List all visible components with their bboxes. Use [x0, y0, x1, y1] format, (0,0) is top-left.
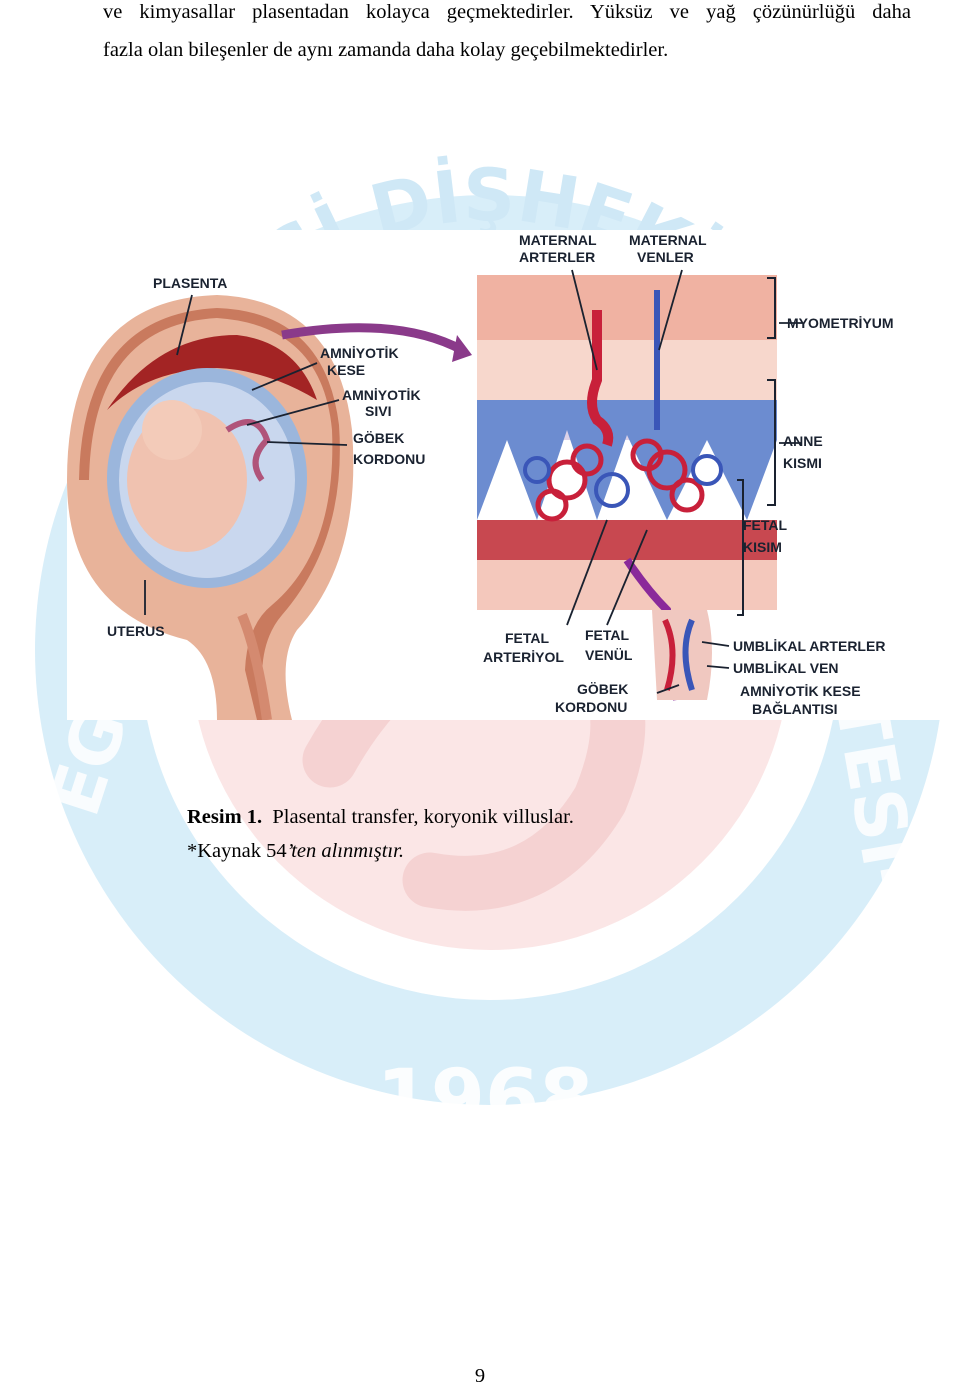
page-number: 9	[474, 1365, 486, 1387]
label-amniyotik-kese-baglantisi-1: AMNİYOTİK KESE	[740, 683, 861, 699]
label-amniyotik-sivi-1: AMNİYOTİK	[342, 387, 421, 403]
label-uterus: UTERUS	[107, 623, 165, 639]
label-fetal-arteriyol-2: ARTERİYOL	[483, 649, 564, 665]
label-fetal-venul-2: VENÜL	[585, 647, 633, 663]
label-myometriyum: MYOMETRİYUM	[787, 315, 894, 331]
body-paragraph: ve kimyasallar plasentadan kolayca geçme…	[103, 0, 911, 69]
label-amniyotik-sivi-2: SIVI	[365, 403, 391, 419]
diagram-labels: PLASENTA AMNİYOTİK KESE AMNİYOTİK SIVI G…	[107, 232, 894, 717]
label-fetal-arteriyol-1: FETAL	[505, 630, 550, 646]
label-anne-kismi-2: KISMI	[783, 455, 822, 471]
seal-year: 1968	[376, 1054, 593, 1144]
myometrium-layer	[477, 275, 777, 340]
label-fetal-venul-1: FETAL	[585, 627, 630, 643]
label-gobek-kordonu-r-2: KORDONU	[555, 699, 627, 715]
label-maternal-venler-1: MATERNAL	[629, 232, 707, 248]
label-maternal-arterler-1: MATERNAL	[519, 232, 597, 248]
label-amniyotik-kese-2: KESE	[327, 362, 365, 378]
label-maternal-arterler-2: ARTERLER	[519, 249, 595, 265]
caption-source-italic: ’ten alınmıştır.	[286, 840, 404, 862]
label-plasenta: PLASENTA	[153, 275, 227, 291]
figure-caption: Resim 1. Plasental transfer, koryonik vi…	[187, 798, 574, 870]
placenta-region	[107, 335, 317, 410]
label-maternal-venler-2: VENLER	[637, 249, 694, 265]
leader-lines	[144, 269, 802, 694]
caption-source-plain: *Kaynak 54	[187, 840, 287, 862]
uterus-illustration	[67, 295, 354, 720]
caption-number: Resim 1.	[187, 806, 263, 828]
label-amniyotik-kese-1: AMNİYOTİK	[320, 345, 399, 361]
body-line-1: ve kimyasallar plasentadan kolayca geçme…	[103, 1, 911, 23]
umbilical-cord-stump	[652, 610, 712, 700]
label-fetal-kisim-1: FETAL	[743, 517, 788, 533]
label-gobek-kordonu-1: GÖBEK	[353, 430, 404, 446]
label-gobek-kordonu-r-1: GÖBEK	[577, 681, 628, 697]
label-gobek-kordonu-2: KORDONU	[353, 451, 425, 467]
body-line-2: fazla olan bileşenler de aynı zamanda da…	[103, 39, 669, 61]
caption-title-line: Resim 1. Plasental transfer, koryonik vi…	[187, 798, 574, 836]
umbilical-cord-illustration	[225, 419, 271, 482]
label-umblikal-arterler: UMBLİKAL ARTERLER	[733, 638, 885, 654]
placenta-diagram-figure: PLASENTA AMNİYOTİK KESE AMNİYOTİK SIVI G…	[67, 230, 945, 720]
placenta-detail-illustration	[477, 275, 777, 701]
caption-source-line: *Kaynak 54’ten alınmıştır.	[187, 832, 574, 870]
label-amniyotik-kese-baglantisi-2: BAĞLANTISI	[752, 700, 838, 717]
label-umblikal-ven: UMBLİKAL VEN	[733, 660, 839, 676]
label-anne-kismi-1: ANNE	[783, 433, 823, 449]
caption-title: Plasental transfer, koryonik villuslar.	[272, 806, 574, 828]
chorionic-plate	[477, 520, 777, 560]
placenta-diagram: PLASENTA AMNİYOTİK KESE AMNİYOTİK SIVI G…	[67, 232, 894, 720]
detail-arrow-head	[452, 335, 472, 362]
label-fetal-kisim-2: KISIM	[743, 539, 782, 555]
detail-arrow	[281, 323, 465, 354]
